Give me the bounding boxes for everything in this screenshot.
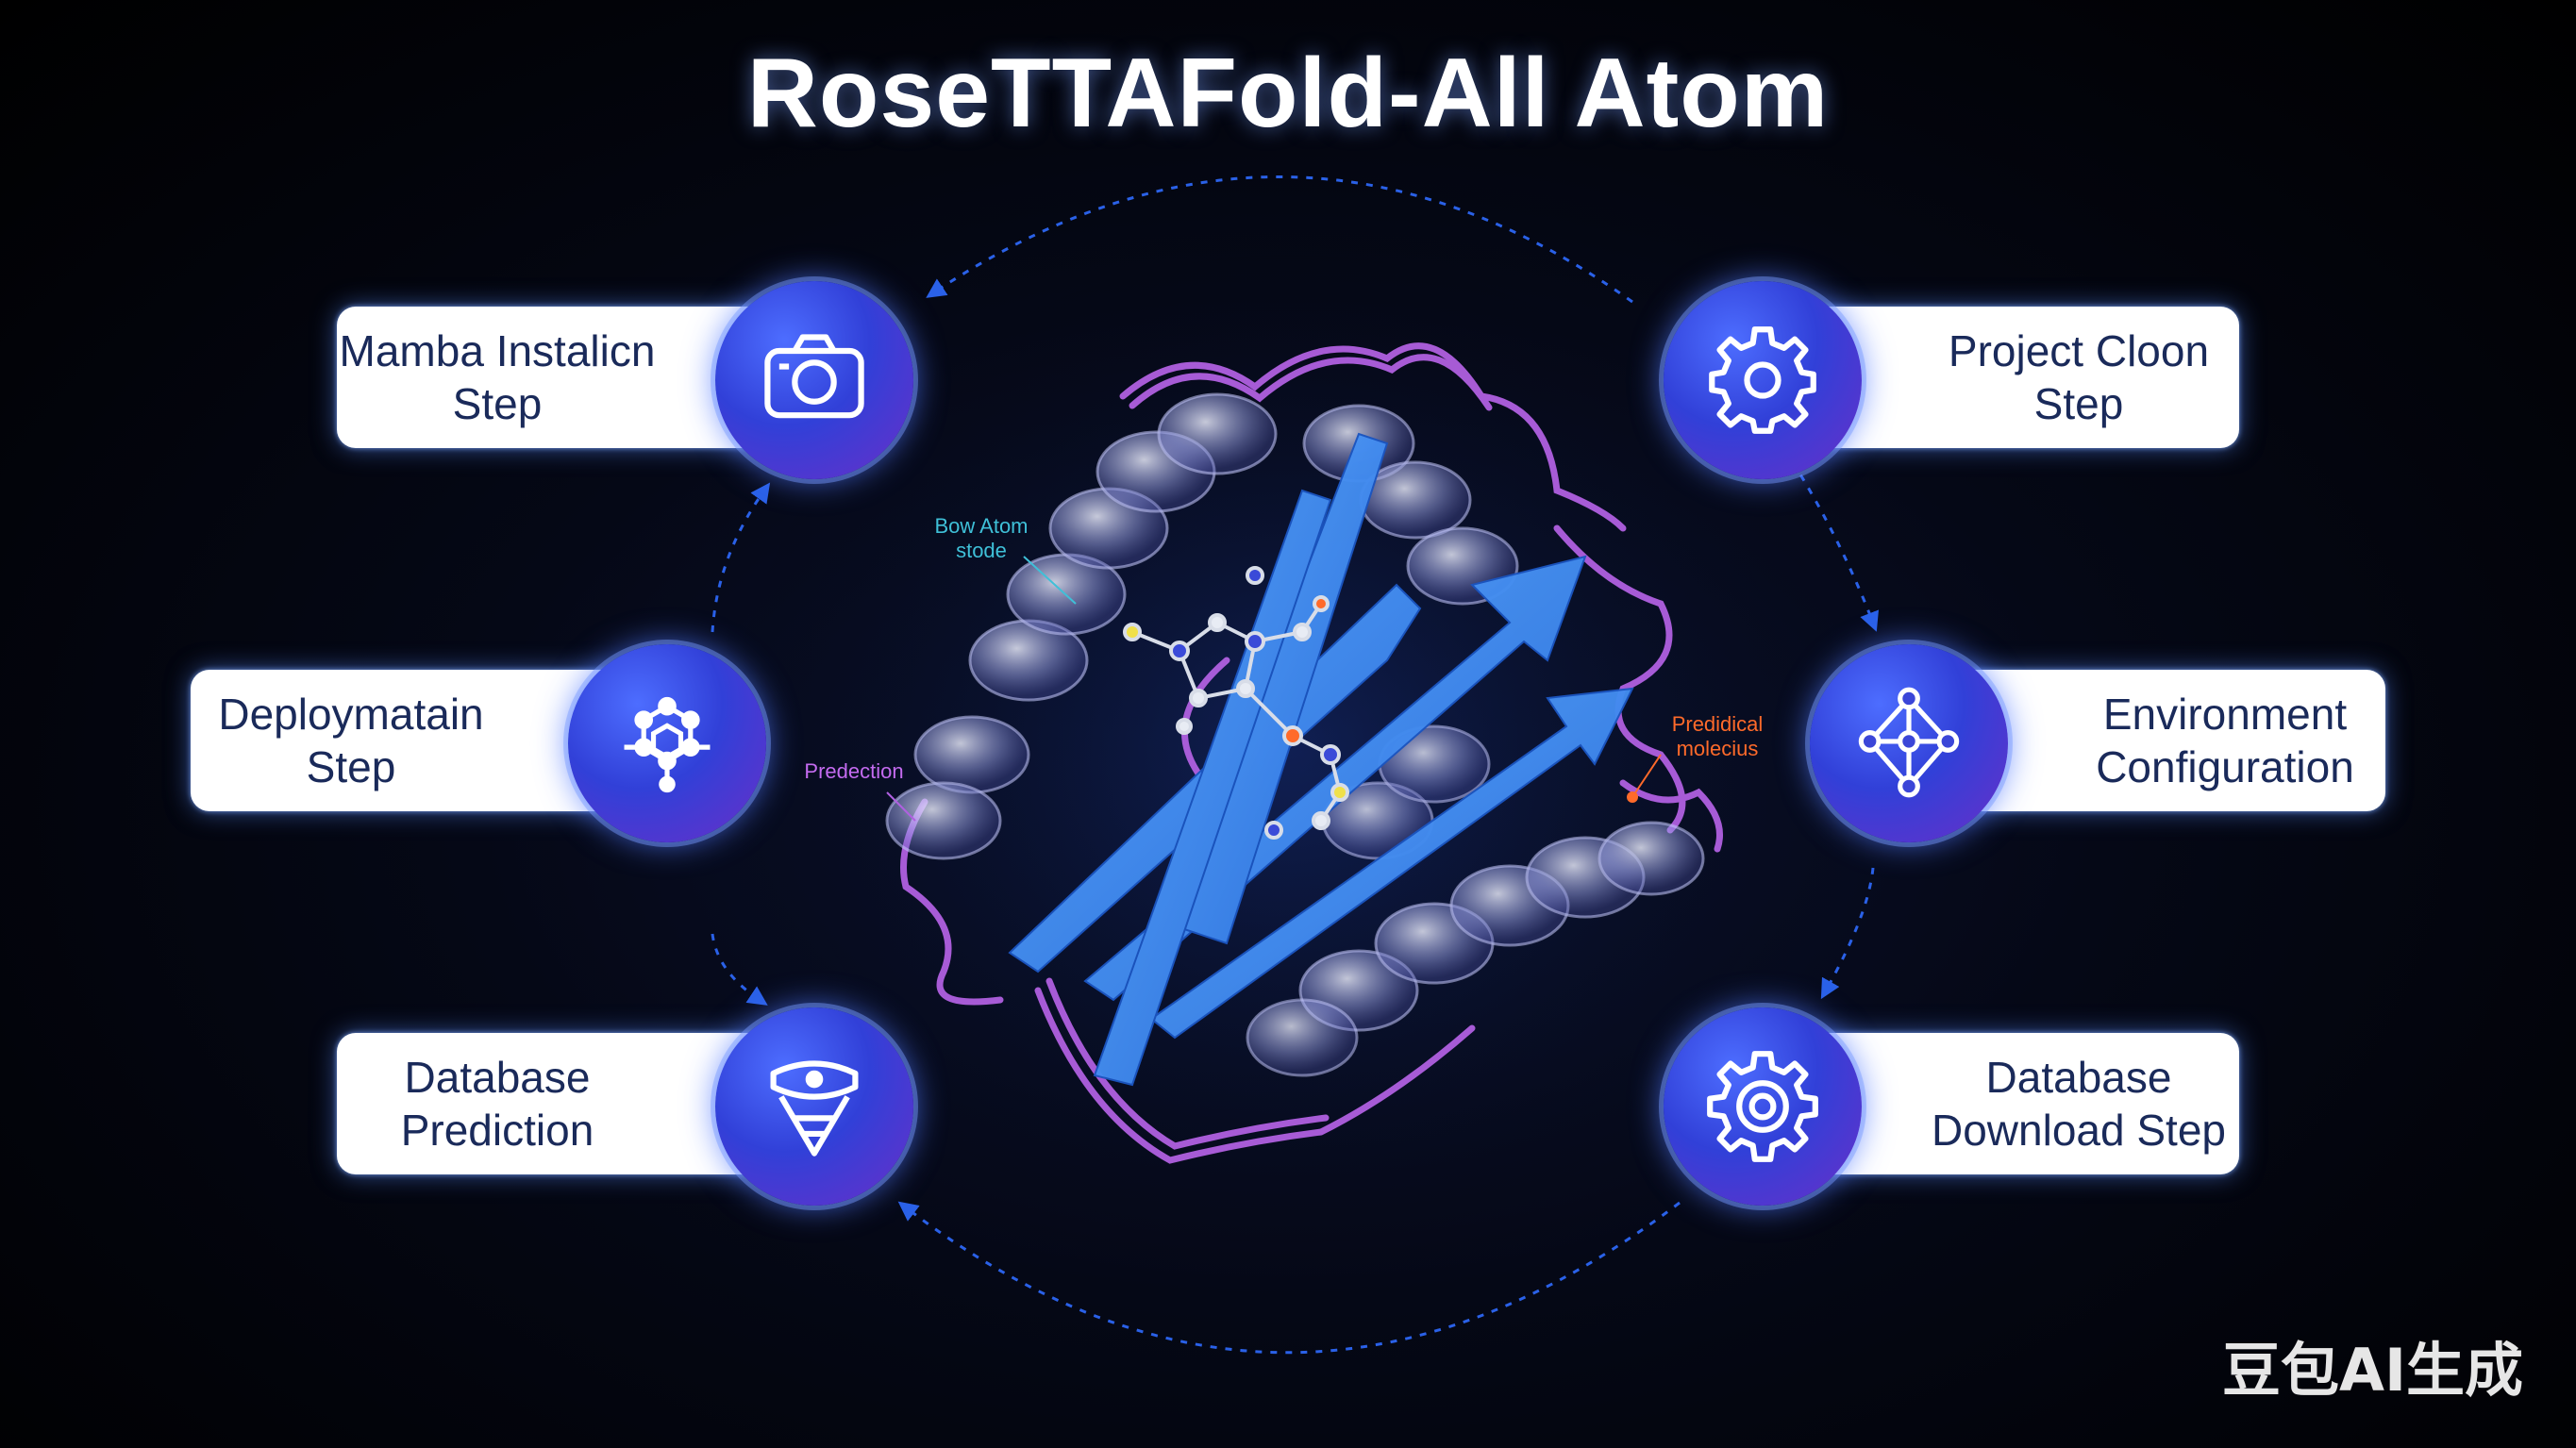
predicted-molecule-label: Predidical molecius [1671, 712, 1764, 760]
step-label: Project Cloon Step [1948, 326, 2210, 428]
watermark: 豆包AI生成 [2222, 1336, 2524, 1405]
gear-icon [1664, 1007, 1862, 1206]
node-graph-icon [1810, 644, 2008, 842]
network-icon [568, 644, 766, 842]
cycle-arrows [711, 175, 1879, 1355]
prediction-pointer [886, 791, 916, 822]
ligand-molecule [1123, 566, 1349, 840]
protein-helices [885, 392, 1705, 1077]
step-environment-configuration[interactable]: Environment Configuration [1951, 670, 2385, 811]
funnel-icon [715, 1007, 913, 1206]
step-label: Database Download Step [1932, 1053, 2226, 1155]
step-project-clone[interactable]: Project Cloon Step [1805, 307, 2239, 448]
step-label: Deploymatain Step [218, 690, 484, 791]
step-label: Mamba Instalicn Step [339, 326, 656, 428]
predicted-molecule-marker [1627, 791, 1638, 803]
bow-atom-label: Bow Atom stode [934, 514, 1029, 562]
step-label: Database Prediction [400, 1053, 594, 1155]
page-title: RoseTTAFold-All Atom [746, 39, 1830, 148]
step-mamba-installation[interactable]: Mamba Instalicn Step [337, 307, 771, 448]
step-database-prediction[interactable]: Database Prediction [337, 1033, 771, 1174]
prediction-label: Predection [804, 759, 904, 783]
camera-icon [715, 281, 913, 479]
bow-atom-pointer [1023, 556, 1077, 605]
step-label: Environment Configuration [2096, 690, 2354, 791]
gear-icon [1664, 281, 1862, 479]
step-deployment[interactable]: Deploymatain Step [191, 670, 625, 811]
step-database-download[interactable]: Database Download Step [1805, 1033, 2239, 1174]
predicted-molecule-pointer [1631, 754, 1662, 798]
